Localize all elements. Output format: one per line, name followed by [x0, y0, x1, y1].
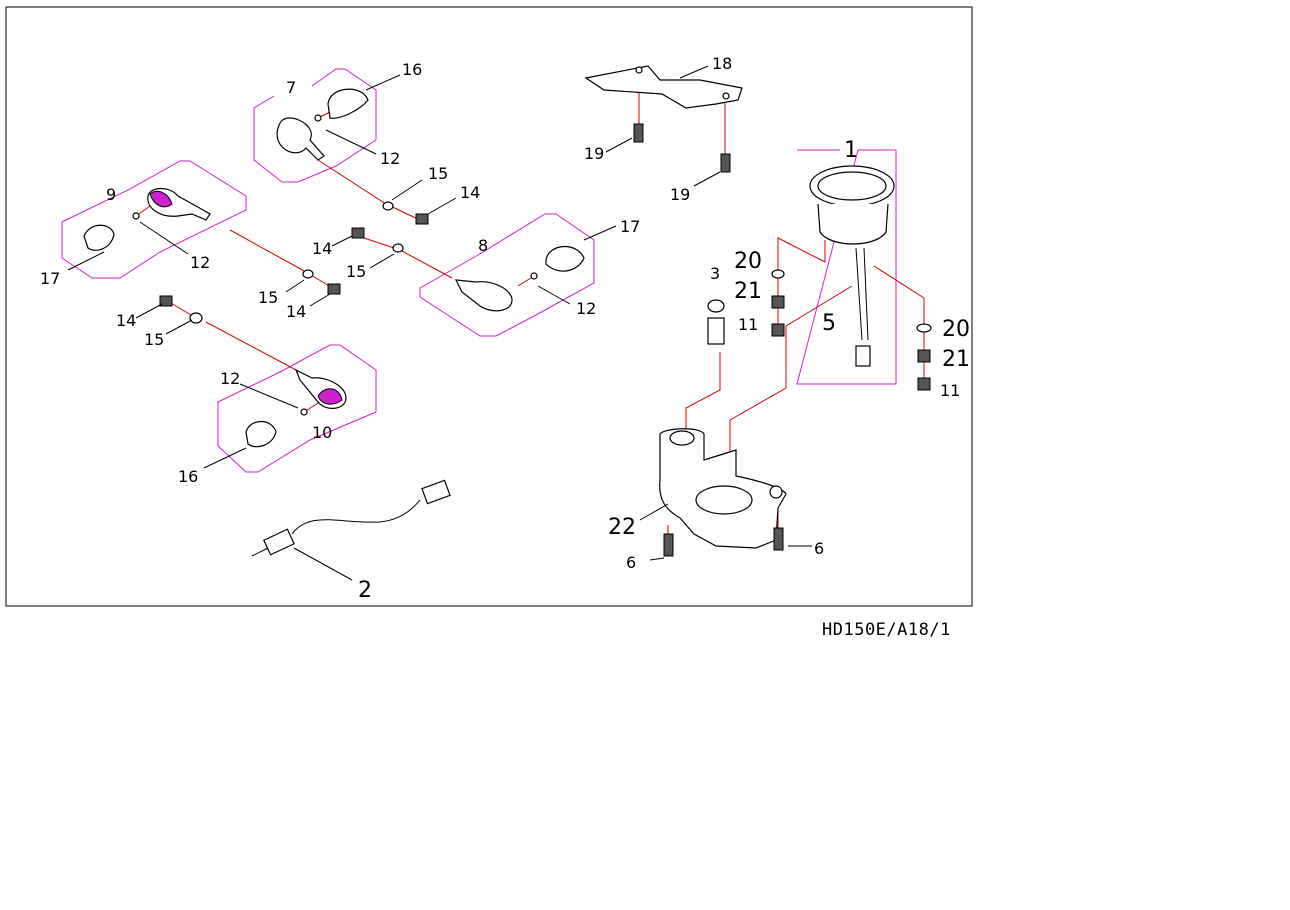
callout-21b: 21 — [942, 347, 970, 372]
leader-lines — [67, 65, 812, 581]
callout-22: 22 — [608, 515, 636, 540]
diagram-frame — [5, 6, 973, 607]
grommet-3 — [707, 299, 725, 345]
callout-16a: 16 — [402, 60, 422, 79]
callout-19a: 19 — [584, 144, 604, 163]
callout-20b: 20 — [942, 317, 970, 342]
callout-16b: 16 — [178, 467, 198, 486]
callout-12c: 12 — [576, 299, 596, 318]
callout-11a: 11 — [738, 315, 758, 334]
group-outline-10 — [217, 344, 377, 473]
group-outline-8 — [419, 213, 595, 337]
callout-20a: 20 — [734, 249, 762, 274]
callout-12b: 12 — [190, 253, 210, 272]
callout-18: 18 — [712, 54, 732, 73]
callout-15c: 15 — [258, 288, 278, 307]
callout-21a: 21 — [734, 279, 762, 304]
callout-19b: 19 — [670, 185, 690, 204]
callout-14b: 14 — [312, 239, 332, 258]
callout-17a: 17 — [620, 217, 640, 236]
washers-and-nuts — [159, 201, 429, 324]
turn-signal-10 — [245, 368, 347, 448]
callout-14a: 14 — [460, 183, 480, 202]
callout-15d: 15 — [144, 330, 164, 349]
callout-1: 1 — [844, 138, 858, 163]
callout-14d: 14 — [116, 311, 136, 330]
switch-2 — [251, 479, 451, 557]
callout-15a: 15 — [428, 164, 448, 183]
callout-12d: 12 — [220, 369, 240, 388]
meter-1 — [809, 165, 895, 367]
callout-17b: 17 — [40, 269, 60, 288]
callout-11b: 11 — [940, 381, 960, 400]
callout-9: 9 — [106, 185, 116, 204]
group-outline-7 — [253, 68, 377, 183]
callout-10: 10 — [312, 423, 332, 442]
callout-12a: 12 — [380, 149, 400, 168]
meter-housing-22 — [659, 428, 787, 557]
callout-7: 7 — [286, 78, 296, 97]
turn-signal-8 — [454, 245, 585, 312]
callout-6a: 6 — [626, 553, 636, 572]
bracket-18 — [584, 65, 743, 173]
callout-8: 8 — [478, 236, 488, 255]
group-outline-1 — [796, 149, 897, 385]
turn-signal-9 — [83, 187, 211, 251]
group-outline-9 — [61, 160, 247, 279]
drawing-reference-code: HD150E/A18/1 — [822, 620, 951, 640]
callout-15b: 15 — [346, 262, 366, 281]
callout-3: 3 — [710, 264, 720, 283]
callouts: 1 2 3 5 6 6 7 8 9 10 11 11 12 12 12 12 1… — [40, 54, 970, 603]
callout-5: 5 — [822, 311, 836, 336]
callout-2: 2 — [358, 578, 372, 603]
callout-14c: 14 — [286, 302, 306, 321]
turn-signal-7 — [276, 88, 369, 161]
mount-hardware — [771, 269, 932, 391]
callout-6b: 6 — [814, 539, 824, 558]
